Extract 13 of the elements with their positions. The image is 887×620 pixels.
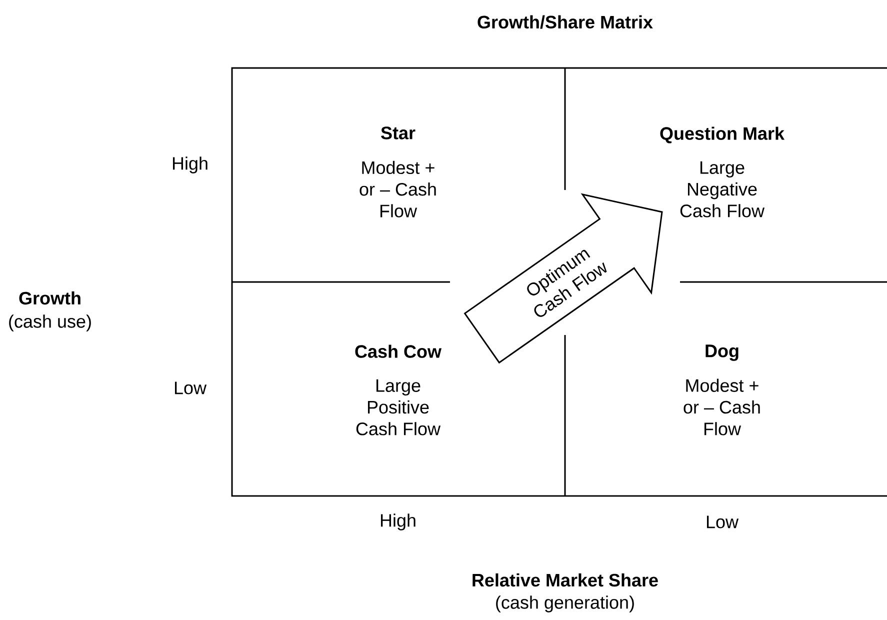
axis-label: (cash use) xyxy=(9,314,91,332)
axis-label: High xyxy=(380,514,416,530)
quadrant-label: Dog Modest + or – Cash Flow xyxy=(684,344,760,436)
axis-label: Low xyxy=(706,516,739,528)
axis-label: Growth xyxy=(19,291,80,305)
axis-label: Low xyxy=(174,382,207,394)
axis-label: High xyxy=(172,156,208,174)
quadrant-label: Question Mark Large Negative Cash Flow xyxy=(660,126,785,218)
title: Growth/Share Matrix xyxy=(478,15,653,29)
quadrant-label: Star Modest + or – Cash Flow xyxy=(360,126,436,218)
axis-label: Relative Market Share xyxy=(472,573,658,587)
quadrant-label: Cash Cow Large Positive Cash Flow xyxy=(355,344,442,436)
axis-label: (cash generation) xyxy=(496,596,634,612)
